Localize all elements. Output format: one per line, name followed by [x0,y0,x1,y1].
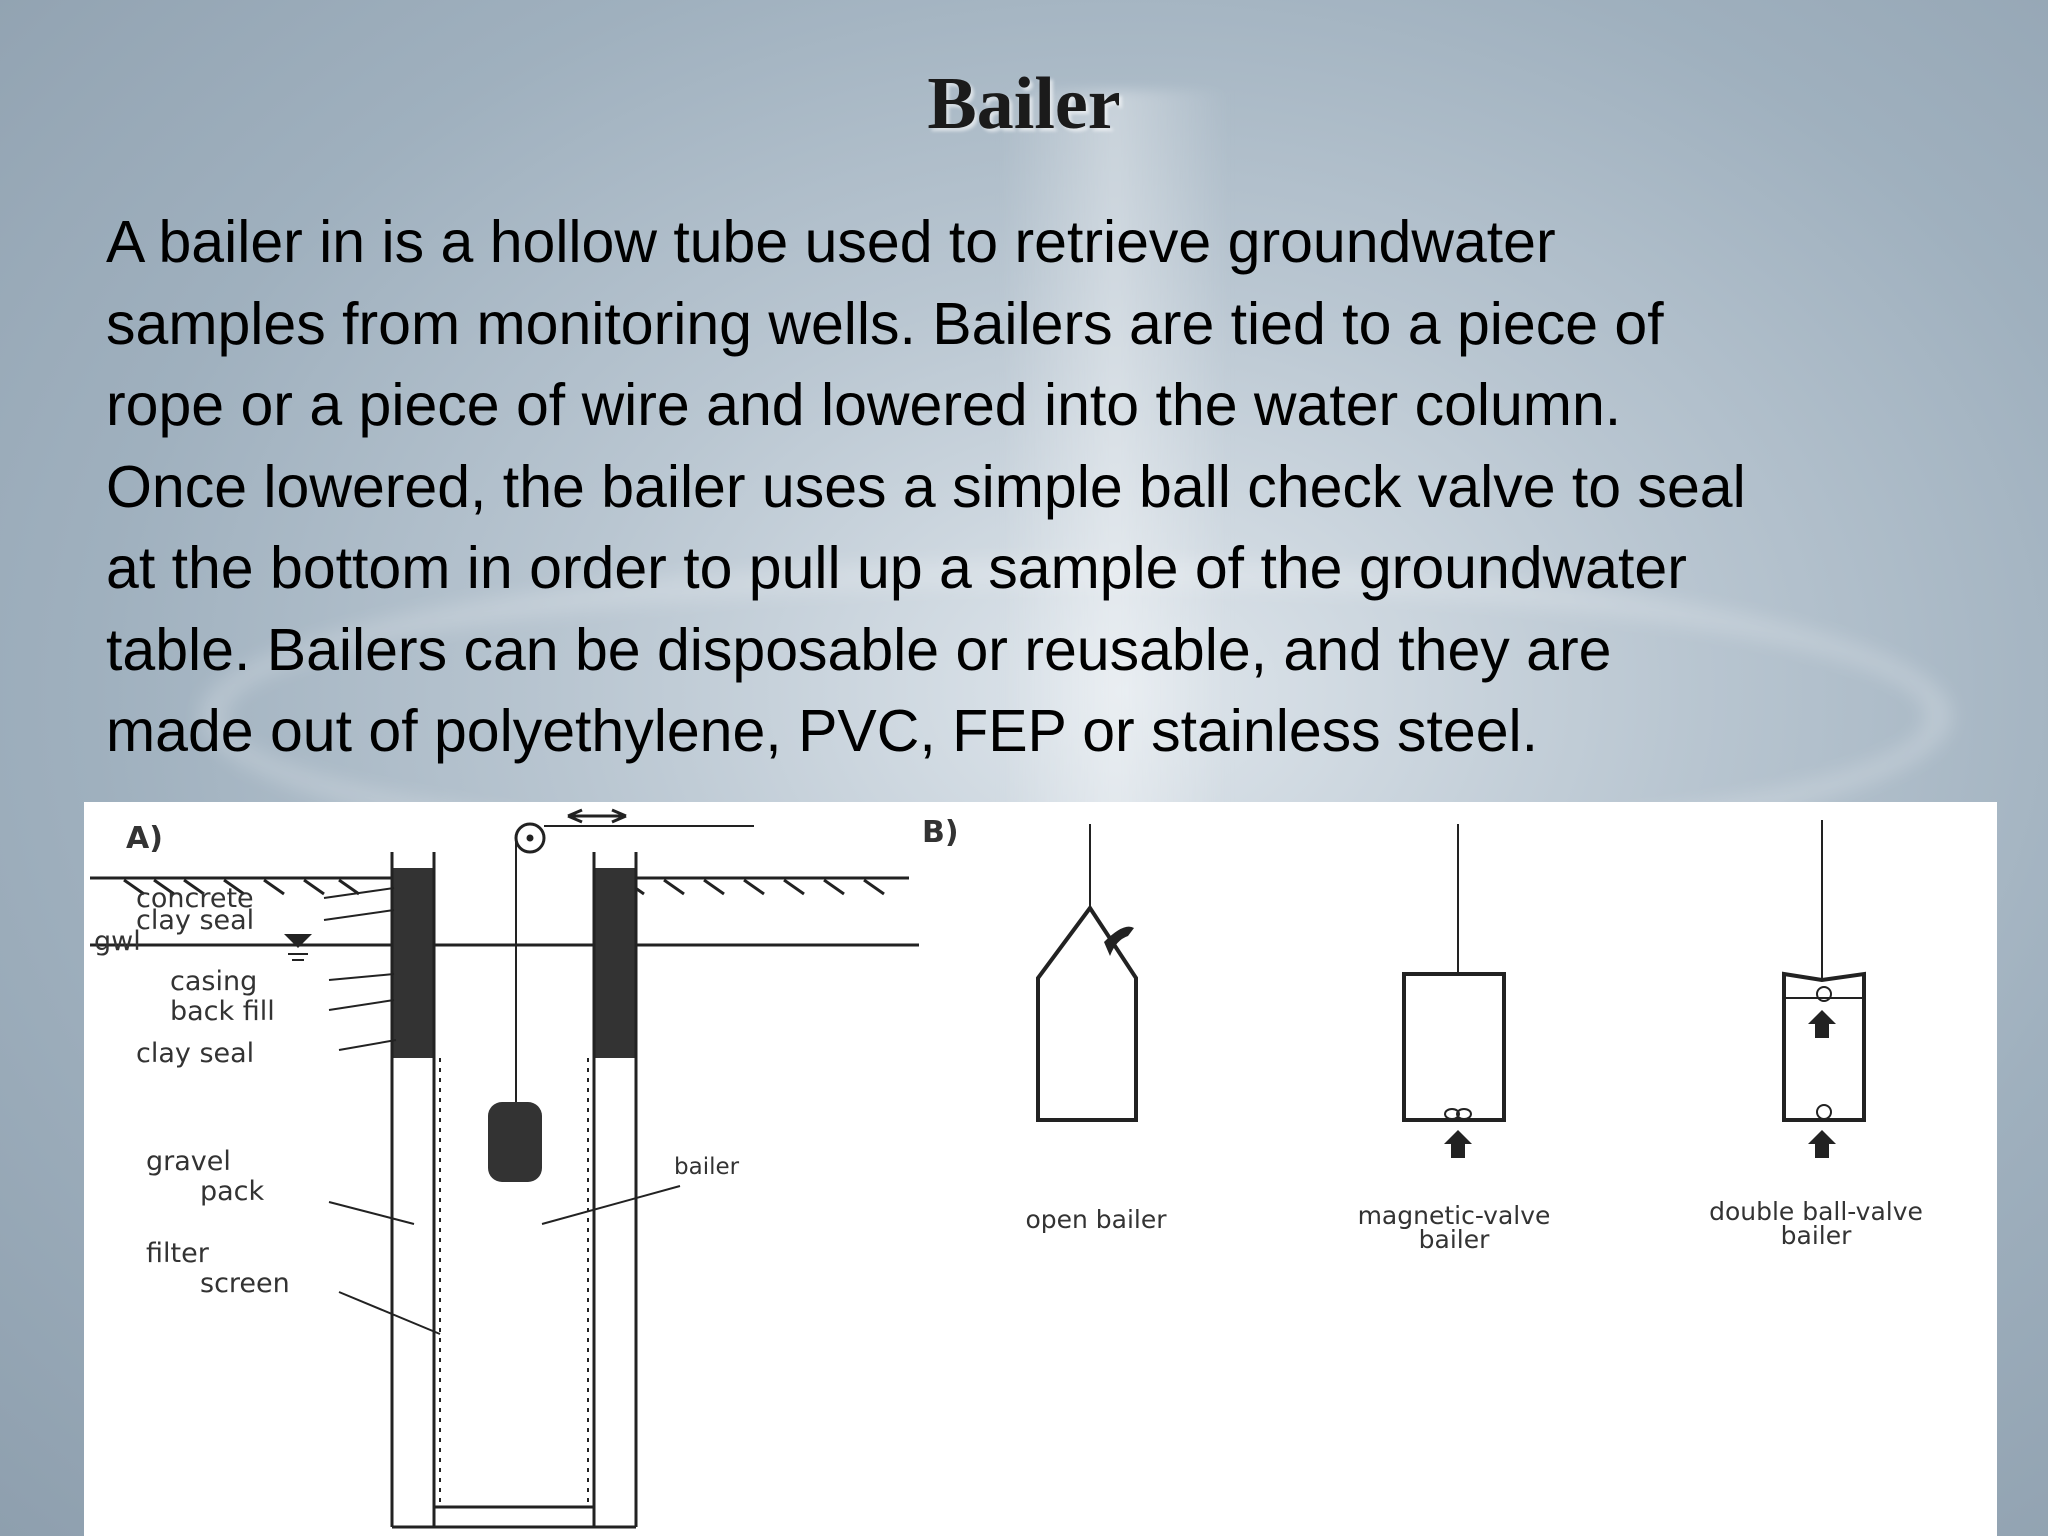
slide-paragraph: A bailer in is a hollow tube used to ret… [106,202,2026,773]
ground-surface [90,876,909,896]
paragraph-line: made out of polyethylene, PVC, FEP or st… [106,698,1539,764]
slide-title: Bailer [927,63,1121,145]
flow-arrow-icon [1808,1130,1836,1158]
label-magnetic-valve: magnetic-valve [1358,1201,1551,1230]
paragraph-line: table. Bailers can be disposable or reus… [106,616,1612,683]
water-level-marker [284,934,312,948]
paragraph-line: at the bottom in order to pull up a samp… [106,535,1687,601]
bailer-diagram: A) concrete clay seal gwl casing back fi… [84,802,1997,1536]
magnetic-valve-bailer-drawing [1402,824,1506,1158]
bailer-diagram-svg: A) concrete clay seal gwl casing back fi… [90,808,1923,1529]
grout-left [392,868,434,1058]
label-clay-seal: clay seal [136,1038,254,1069]
label-screen: screen [200,1268,290,1299]
panel-b-bailers [1036,820,1866,1158]
paragraph-line: A bailer in is a hollow tube used to ret… [106,209,1556,275]
paragraph-line: Once lowered, the bailer uses a simple b… [106,453,1746,520]
leader-lines [323,887,681,1335]
label-magnetic-valve-bailer: bailer [1419,1225,1490,1254]
grout-right [594,868,636,1058]
label-concrete: concrete [136,883,254,914]
panel-a-labels: A) concrete clay seal gwl casing back fi… [94,821,740,1299]
label-back-fill: back fill [170,996,275,1027]
panel-a-label: A) [126,821,163,856]
paragraph-line: rope or a piece of wire and lowered into… [106,372,1622,438]
label-gravel: gravel [146,1146,231,1177]
open-bailer-drawing [1036,824,1138,1122]
label-gwl: gwl [94,926,141,957]
label-double-ball-valve: double ball-valve [1709,1197,1923,1226]
label-double-ball-valve-bailer: bailer [1781,1221,1852,1250]
panel-b-label: B) [922,815,959,850]
flow-arrow-icon [1808,1010,1836,1038]
label-pack: pack [200,1176,265,1207]
double-ball-bailer-drawing [1782,820,1866,1158]
label-open-bailer: open bailer [1025,1205,1167,1234]
label-clay-seal-top: clay seal [136,905,254,936]
panel-b-labels: B) open bailer magnetic-valve bailer dou… [922,815,1923,1254]
label-casing: casing [170,966,257,997]
flow-arrow-icon [1444,1130,1472,1158]
paragraph-line: samples from monitoring wells. Bailers a… [106,290,1664,357]
label-filter: filter [146,1238,210,1269]
panel-a-well [90,808,919,1529]
bailer-in-well [488,1102,542,1182]
label-bailer: bailer [674,1154,740,1180]
